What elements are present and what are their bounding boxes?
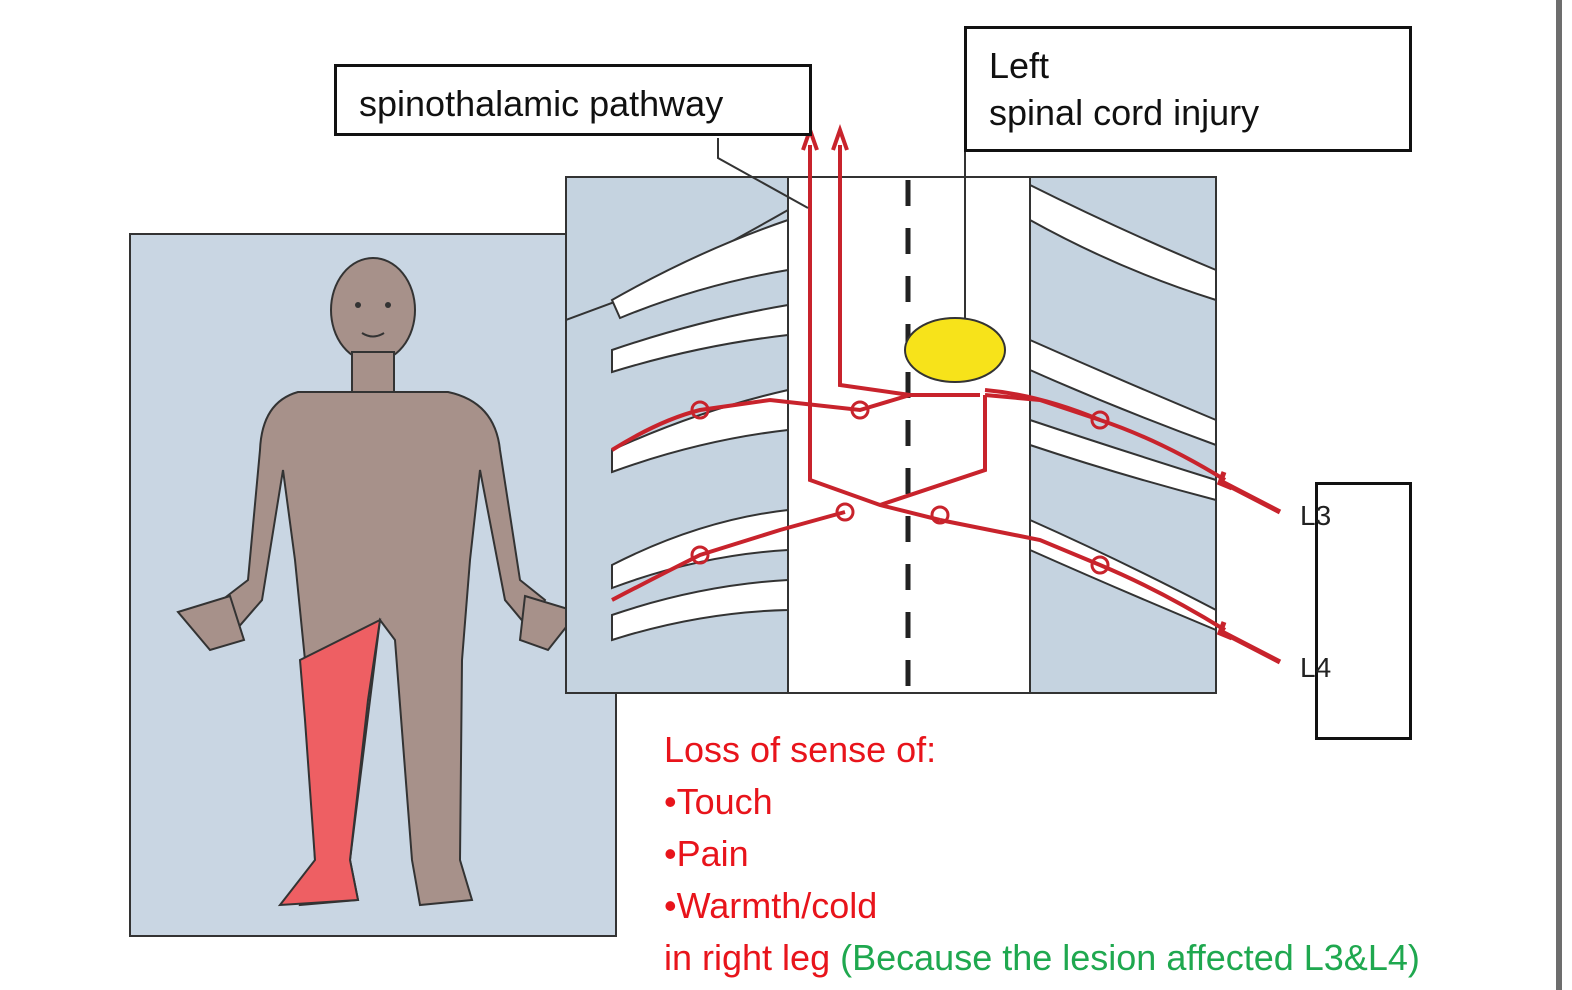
symptom-item-touch: •Touch — [664, 776, 1420, 828]
symptom-item-pain: •Pain — [664, 828, 1420, 880]
symptom-item-warmth: •Warmth/cold — [664, 880, 1420, 932]
lesion-marker — [905, 318, 1005, 382]
body-panel — [130, 234, 616, 936]
pathway-label-text: spinothalamic pathway — [359, 83, 723, 124]
symptoms-location-line: in right leg (Because the lesion affecte… — [664, 932, 1420, 984]
spine-panel — [566, 177, 1216, 693]
symptoms-reason: (Because the lesion affected L3&L4) — [840, 937, 1420, 978]
injury-label-line2: spinal cord injury — [989, 90, 1409, 137]
injury-label: Left spinal cord injury — [964, 26, 1412, 152]
pathway-label: spinothalamic pathway — [334, 64, 812, 136]
level-l4-label: L4 — [1300, 652, 1331, 684]
level-l3-label: L3 — [1300, 500, 1331, 532]
entry-arrows — [1220, 472, 1280, 662]
symptoms-heading: Loss of sense of: — [664, 724, 1420, 776]
slide-edge-bar — [1556, 0, 1562, 990]
symptoms-location: in right leg — [664, 937, 830, 978]
symptoms-text: Loss of sense of: •Touch •Pain •Warmth/c… — [664, 724, 1420, 984]
injury-label-line1: Left — [989, 43, 1409, 90]
